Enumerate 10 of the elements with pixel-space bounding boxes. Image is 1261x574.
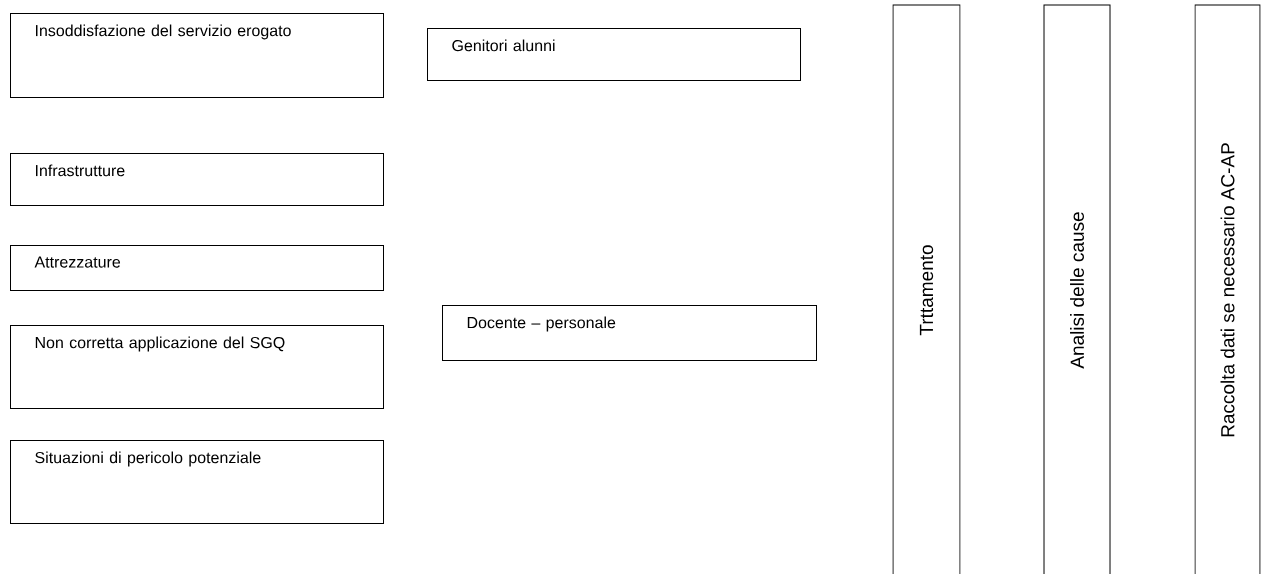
text-box: Docente – personale bbox=[442, 305, 817, 361]
text-box: Situazioni di pericolo potenziale bbox=[10, 440, 384, 524]
text-box: Genitori alunni bbox=[427, 28, 801, 81]
vertical-bar: Trttamento bbox=[892, 4, 961, 574]
text-box: Non corretta applicazione del SGQ bbox=[10, 325, 384, 409]
text-box: Attrezzature bbox=[10, 245, 384, 291]
vertical-bar: Analisi delle cause bbox=[1043, 4, 1111, 574]
text-box: Insoddisfazione del servizio erogato bbox=[10, 13, 384, 98]
vertical-bar: Raccolta dati se necessario AC-AP bbox=[1194, 4, 1261, 574]
text-box: Infrastrutture bbox=[10, 153, 384, 206]
